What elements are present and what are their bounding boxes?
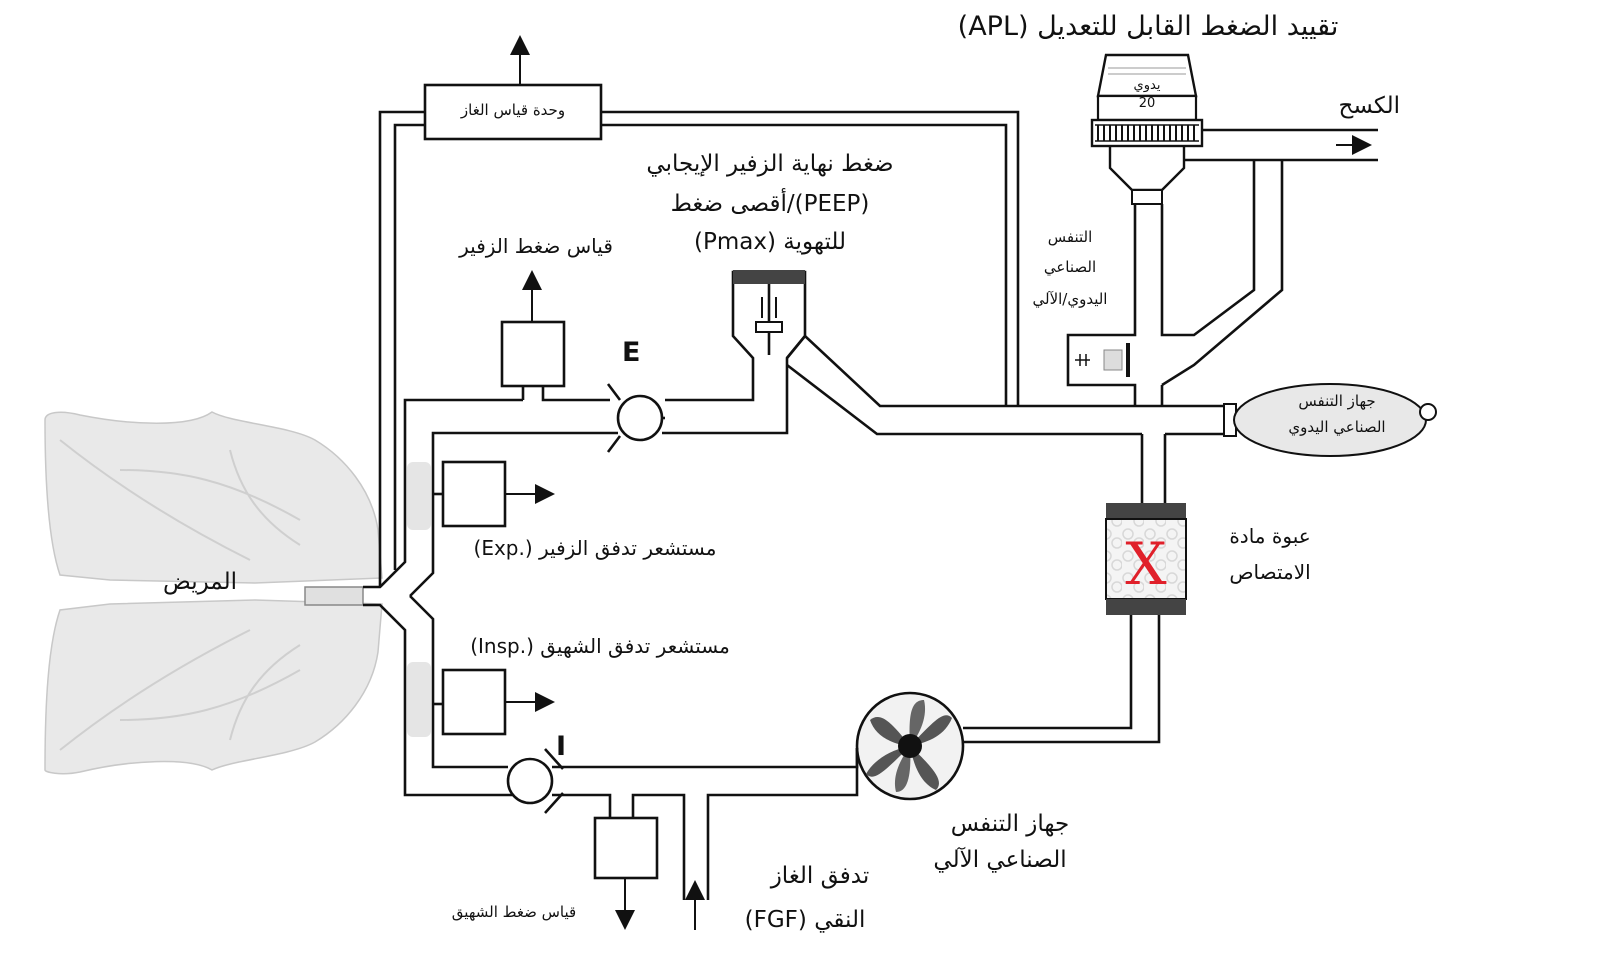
absorber-label-line2: الامتصاص (1229, 560, 1311, 584)
expiratory-valve (606, 383, 665, 453)
manual-bag-label-line1: جهاز التنفس (1298, 392, 1376, 410)
insp-flow-sensor-label: مستشعر تدفق الشهيق (.Insp) (470, 634, 730, 658)
exp-limb-to-peep (662, 270, 807, 435)
peep-label-line1: ضغط نهاية الزفير الإيجابي (646, 151, 894, 177)
exp-return-line (786, 363, 1142, 436)
patient-label: المريض (163, 569, 237, 595)
ventilator-label-line1: جهاز التنفس (950, 811, 1070, 837)
inspiratory-valve (506, 748, 859, 900)
insp-flow-sensor (407, 662, 555, 737)
manual-auto-label-line3: اليدوي/الآلي (1032, 290, 1108, 308)
insp-pressure-label: قياس ضغط الشهيق (451, 903, 577, 921)
absorber-x-mark: X (1125, 530, 1167, 598)
absorber-label-line1: عبوة مادة (1229, 524, 1311, 548)
apl-value-label: 20 (1138, 96, 1156, 111)
fgf-label-line1: تدفق الغاز (770, 863, 870, 889)
peep-pmax-valve (733, 270, 805, 355)
patient-lungs-illustration (44, 411, 383, 775)
apl-valve (1090, 53, 1378, 205)
patient-y-piece (363, 398, 618, 797)
peep-to-absorber-top (785, 334, 1165, 408)
ventilator-label-line2: الصناعي الآلي (933, 847, 1067, 873)
peep-label-line3: للتهوية (Pmax) (693, 229, 847, 255)
exp-flow-sensor-label: مستشعر تدفق الزفير (.Exp) (473, 536, 717, 560)
scavenging-label: الكسح (1338, 93, 1400, 119)
fgf-label-line2: النقي (FGF) (744, 907, 866, 933)
manual-auto-label-line1: التنفس (1047, 228, 1093, 246)
exp-valve-letter: E (622, 337, 641, 368)
gas-monitor-module (378, 35, 1020, 587)
peep-label-line2: (PEEP)/أقصى ضغط (670, 191, 870, 217)
ventilator-fan (855, 691, 965, 801)
manual-auto-switch (1066, 160, 1284, 406)
apl-mode-label: يدوي (1133, 78, 1161, 93)
exp-pressure-sensor (500, 270, 610, 402)
apl-label: تقييد الضغط القابل للتعديل (APL) (957, 11, 1339, 42)
manual-auto-label-line2: الصناعي (1043, 258, 1097, 276)
gas-monitor-label: وحدة قياس الغاز (460, 101, 566, 119)
exp-pressure-label: قياس ضغط الزفير (459, 234, 613, 258)
absorber-canister (963, 503, 1187, 744)
insp-pressure-sensor (593, 816, 659, 930)
vent-to-insp-line (706, 748, 859, 900)
manual-bag (1140, 383, 1437, 503)
exp-flow-sensor (407, 460, 555, 530)
insp-valve-letter: I (556, 731, 567, 762)
manual-bag-label-line2: الصناعي اليدوي (1288, 418, 1386, 436)
